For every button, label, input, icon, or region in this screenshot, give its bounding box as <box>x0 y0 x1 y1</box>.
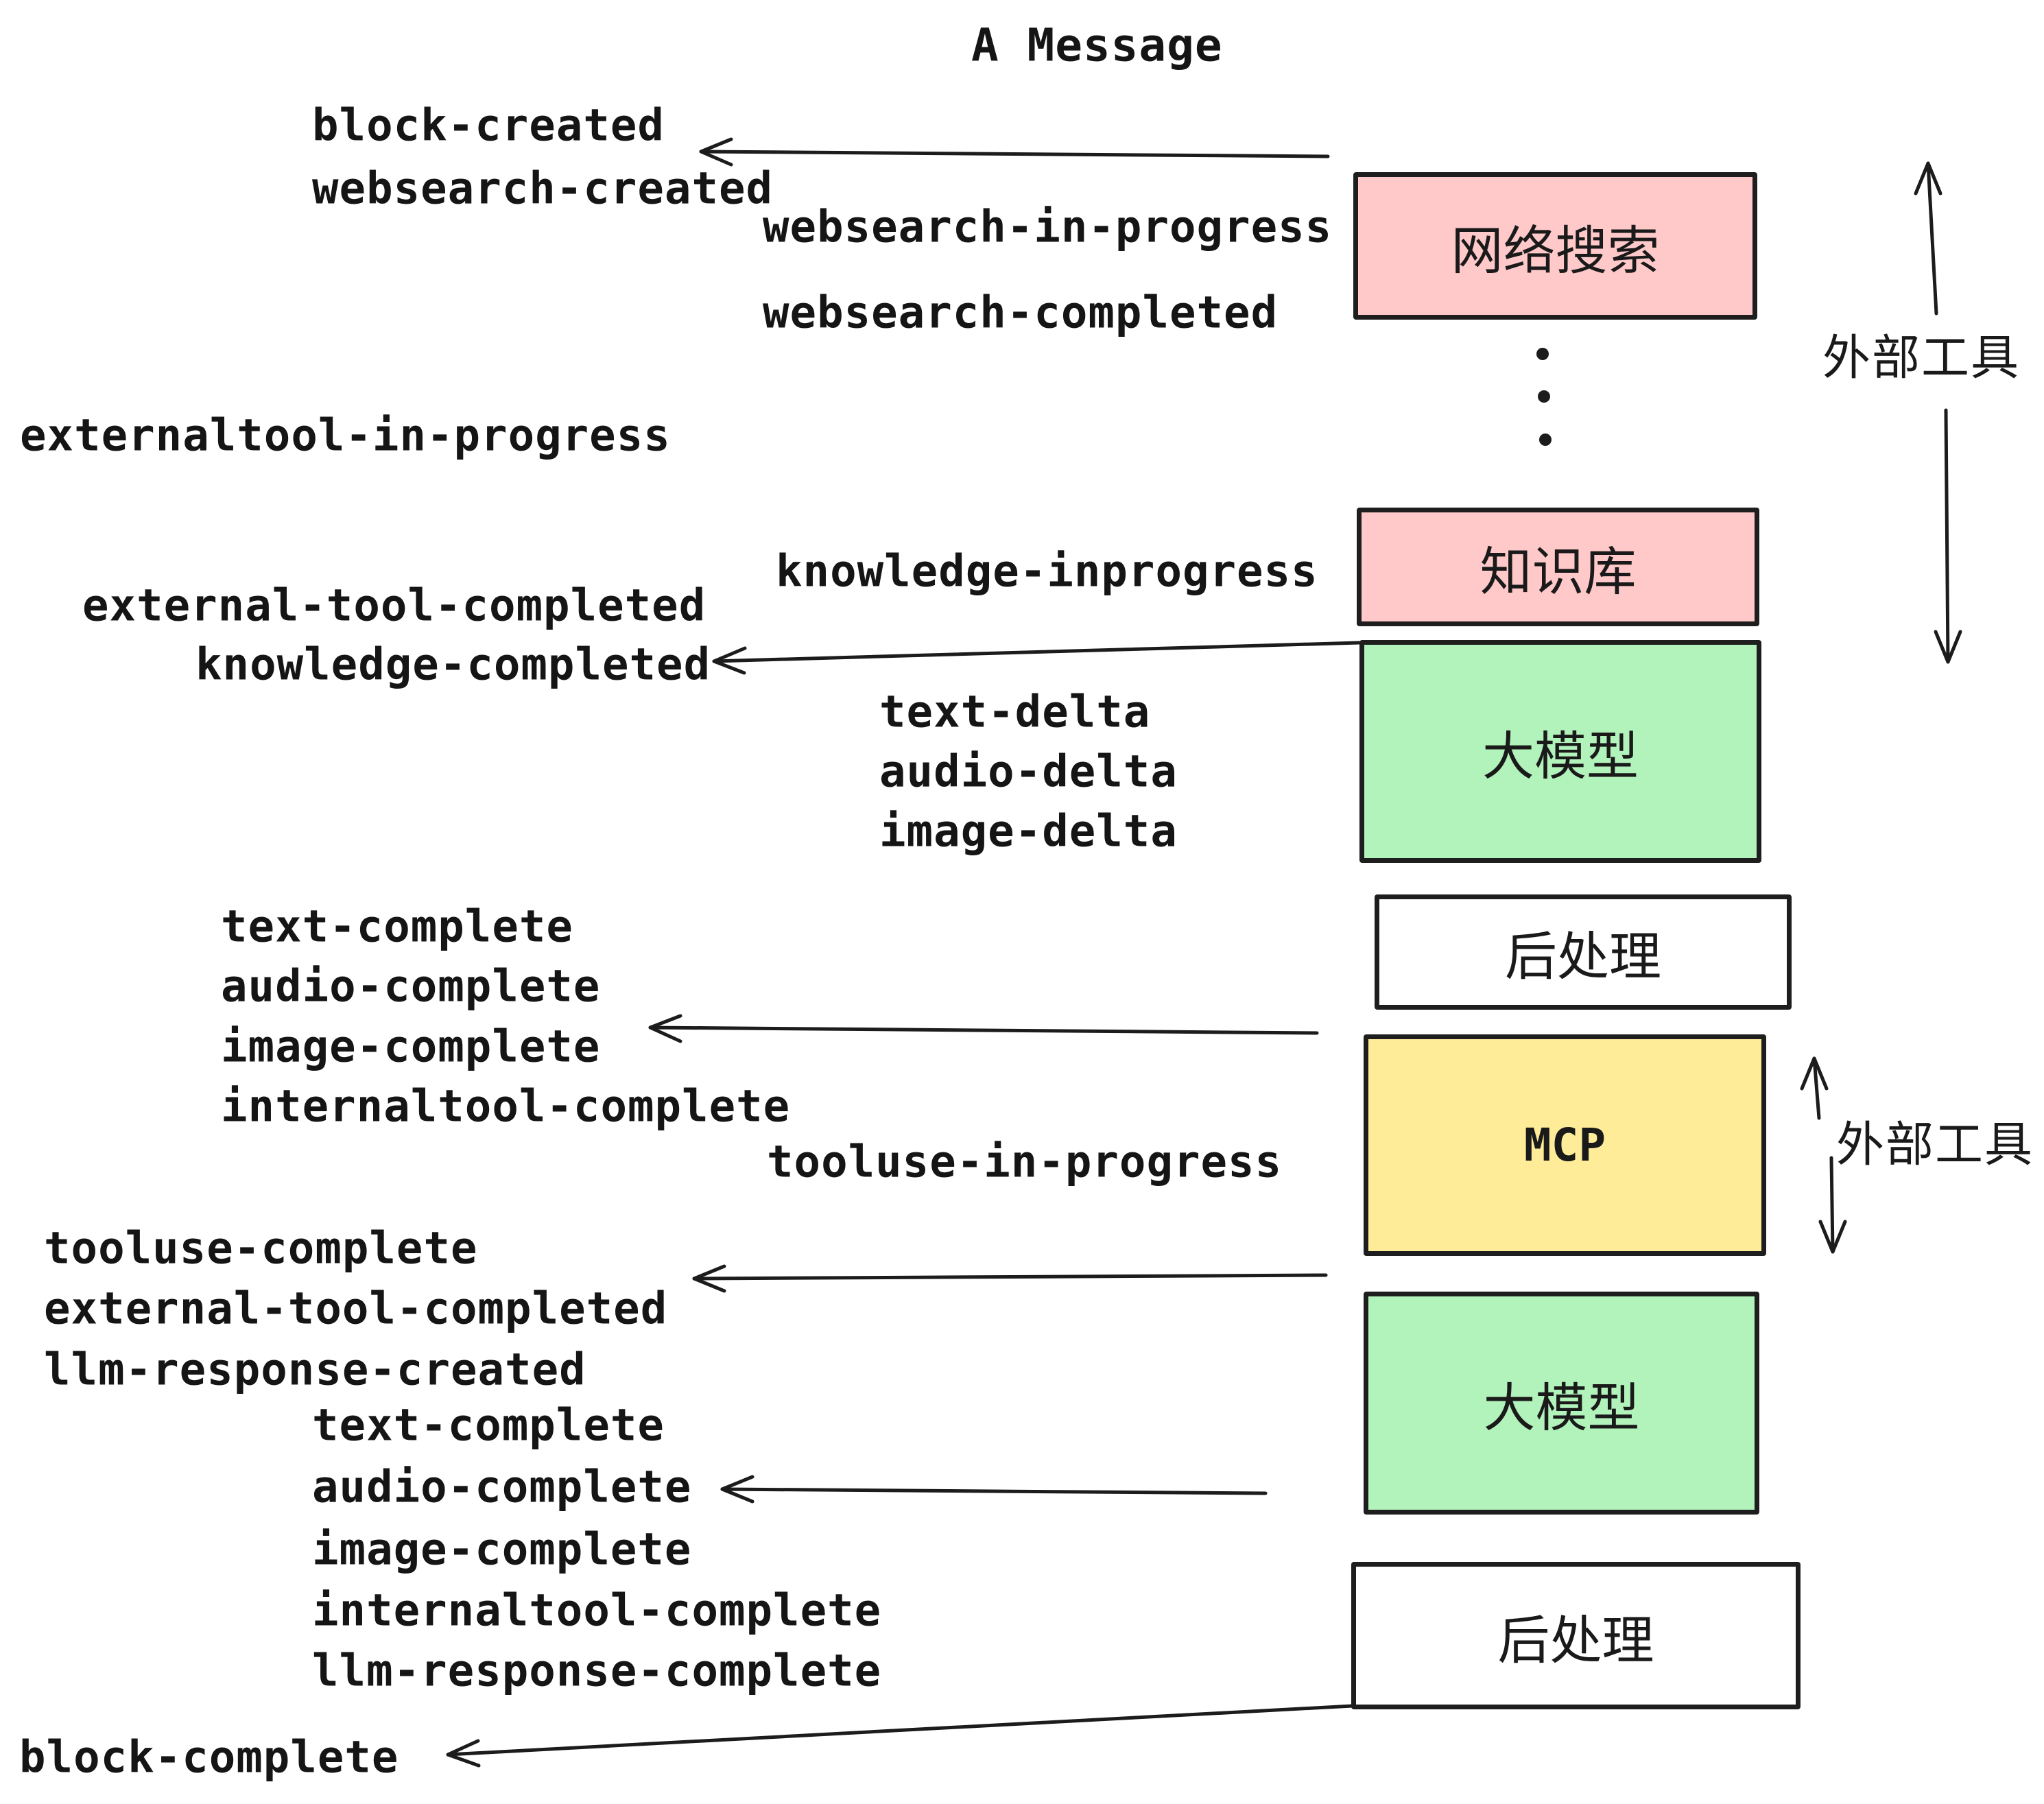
event-internaltool-complete-1: internaltool-complete <box>221 1081 791 1132</box>
event-text-complete-1: text-complete <box>221 901 573 953</box>
event-tooluse-in-progress: tooluse-in-progress <box>767 1137 1283 1188</box>
arrow-tooluse-complete <box>692 1264 1328 1293</box>
event-websearch-completed: websearch-completed <box>763 287 1279 339</box>
event-knowledge-completed: knowledge-completed <box>195 639 711 691</box>
box-postprocess-1-label: 后处理 <box>1505 928 1661 986</box>
event-knowledge-inprogress: knowledge-inprogress <box>776 546 1318 597</box>
external-tools-up-arrow-2 <box>1800 1056 1829 1120</box>
box-websearch: 网络搜索 <box>1353 172 1757 320</box>
box-postprocess-1: 后处理 <box>1375 894 1792 1010</box>
box-websearch-label: 网络搜索 <box>1451 222 1660 281</box>
arrow-websearch-created <box>699 137 1330 167</box>
box-knowledge: 知识库 <box>1357 508 1759 626</box>
external-tools-up-arrow-1 <box>1914 161 1942 316</box>
external-tools-annotation-1: 外部工具 <box>1822 331 2020 385</box>
event-llm-response-complete: llm-response-complete <box>312 1646 882 1697</box>
arrow-internal-complete <box>648 1014 1319 1043</box>
diagram-title: A Message <box>971 19 1223 72</box>
event-audio-complete-2: audio-complete <box>312 1462 692 1513</box>
event-text-delta-1: text-delta <box>879 687 1151 738</box>
external-tools-down-arrow-1 <box>1934 408 1962 664</box>
box-llm-1: 大模型 <box>1359 640 1761 863</box>
event-websearch-in-progress: websearch-in-progress <box>763 202 1333 253</box>
event-block-created: block-created <box>312 100 665 152</box>
event-audio-complete-1: audio-complete <box>221 961 601 1012</box>
arrow-block-complete <box>446 1704 1355 1768</box>
box-postprocess-2-label: 后处理 <box>1497 1611 1654 1670</box>
event-external-tool-completed-1: external-tool-completed <box>82 580 706 632</box>
event-external-tool-completed-2: external-tool-completed <box>44 1283 668 1335</box>
event-text-complete-2: text-complete <box>312 1400 665 1451</box>
box-llm-2: 大模型 <box>1364 1292 1759 1515</box>
box-knowledge-label: 知识库 <box>1479 543 1637 602</box>
arrow-knowledge-completed <box>712 641 1362 675</box>
event-image-complete-2: image-complete <box>312 1524 692 1576</box>
event-audio-delta-1: audio-delta <box>879 746 1178 798</box>
box-llm-1-label: 大模型 <box>1482 727 1639 786</box>
event-block-complete: block-complete <box>19 1732 399 1783</box>
event-image-complete-1: image-complete <box>221 1021 601 1073</box>
box-llm-2-label: 大模型 <box>1483 1379 1640 1438</box>
event-externaltool-in-progress: externaltool-in-progress <box>20 410 671 462</box>
external-tools-annotation-2: 外部工具 <box>1836 1117 2034 1172</box>
event-llm-response-created: llm-response-created <box>44 1344 586 1396</box>
event-image-delta-1: image-delta <box>879 806 1178 857</box>
box-mcp: MCP <box>1364 1034 1766 1256</box>
arrow-llm-complete <box>720 1475 1268 1504</box>
vertical-ellipsis-icon <box>1536 348 1552 446</box>
event-internaltool-complete-2: internaltool-complete <box>312 1585 882 1637</box>
box-postprocess-2: 后处理 <box>1351 1562 1801 1709</box>
event-tooluse-complete: tooluse-complete <box>44 1223 478 1274</box>
event-websearch-created: websearch-created <box>312 163 774 215</box>
box-mcp-label: MCP <box>1523 1119 1606 1172</box>
